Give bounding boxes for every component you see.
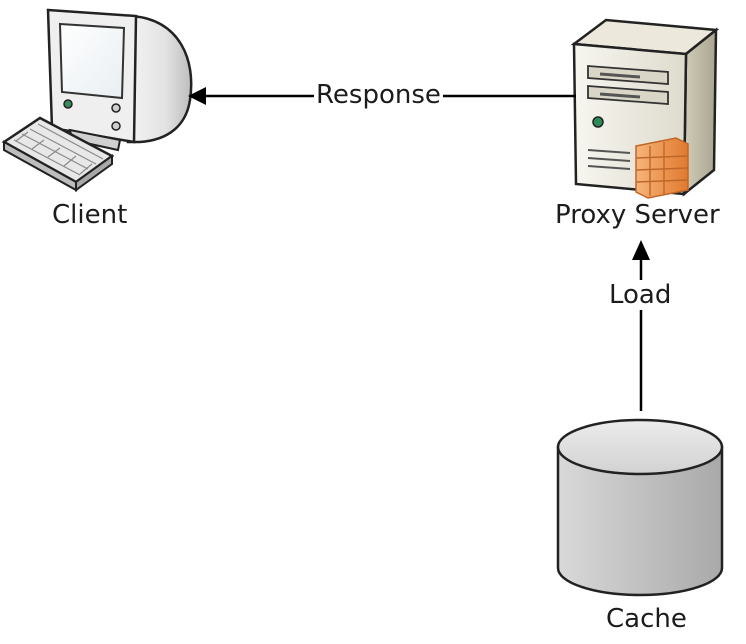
node-label-cache: Cache [606, 604, 687, 634]
edge-label-load: Load [607, 280, 674, 310]
desktop-computer-icon [46, 8, 193, 152]
firewall-icon [635, 137, 689, 199]
keyboard-icon [1, 116, 115, 192]
node-label-proxy-server: Proxy Server [555, 200, 720, 230]
database-cylinder-icon [556, 418, 724, 597]
node-label-client: Client [52, 200, 128, 230]
edge-load [632, 240, 650, 411]
edge-label-response: Response [314, 80, 443, 110]
